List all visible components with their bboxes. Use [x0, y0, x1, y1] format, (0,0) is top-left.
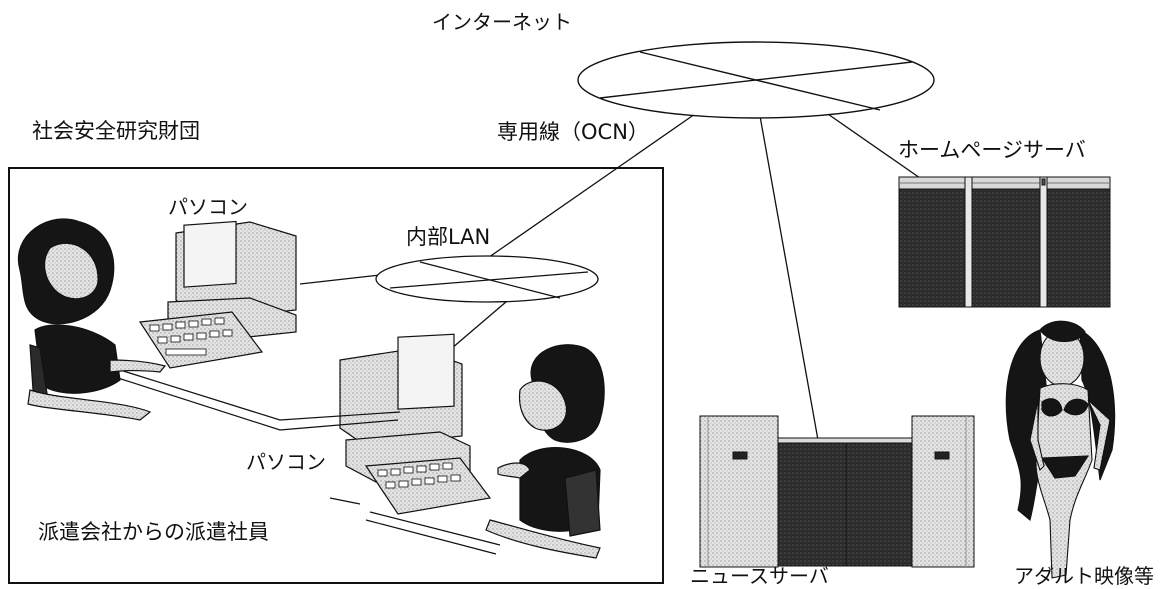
pc-bottom-icon — [339, 333, 492, 515]
internal-lan-ellipse — [375, 255, 599, 303]
homepage-server-link — [824, 111, 921, 179]
pc-top-label: パソコン — [168, 195, 248, 219]
homepage-server-label: ホームページサーバ — [898, 138, 1086, 162]
organization-box — [8, 167, 664, 584]
adult-video-label: アダルト映像等 — [1014, 564, 1154, 588]
news-server-link — [759, 115, 819, 441]
staff-person-left-icon — [17, 218, 167, 421]
internet-ellipse — [577, 41, 935, 119]
organization-label: 社会安全研究財団 — [32, 119, 200, 143]
pc-bottom-label: パソコン — [246, 450, 326, 474]
desk-lines — [117, 369, 501, 555]
pc-top-lan-link — [299, 274, 381, 285]
pc-top-icon — [138, 220, 297, 369]
staff-label: 派遣会社からの派遣社員 — [38, 520, 269, 544]
dedicated-line-label: 専用線（OCN） — [497, 120, 649, 144]
staff-person-right-icon — [485, 344, 605, 559]
news-server-icon — [699, 415, 975, 568]
dedicated-line-link — [481, 113, 696, 263]
internal-lan-label: 内部LAN — [406, 225, 491, 249]
homepage-server-icon — [898, 176, 1111, 308]
adult-figure-icon — [1005, 320, 1116, 579]
news-server-label: ニュースサーバ — [690, 564, 829, 588]
internet-label: インターネット — [432, 10, 572, 34]
